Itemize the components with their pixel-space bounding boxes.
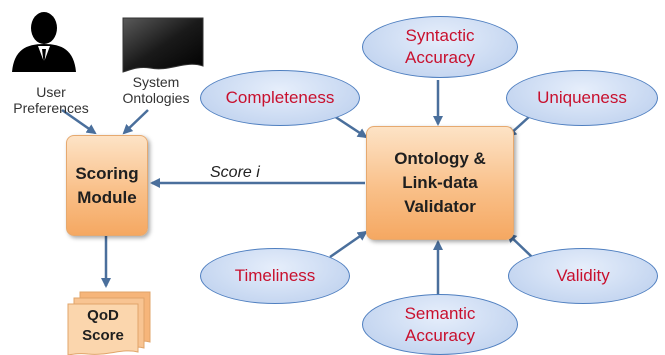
arrow-ontologies-to-scoring <box>122 109 149 135</box>
user-icon <box>12 12 76 72</box>
arrow-user-to-scoring <box>61 108 97 135</box>
validity-ellipse: Validity <box>508 248 658 304</box>
arrow-timeliness-to-validator <box>329 230 368 259</box>
timeliness-ellipse: Timeliness <box>200 248 350 304</box>
user-preferences-label: User Preferences <box>13 84 89 116</box>
arrow-validity-to-validator <box>506 232 533 258</box>
qod-score-label: QoD Score <box>82 307 124 344</box>
qod-score-stack <box>67 291 151 355</box>
scoring-module-box: Scoring Module <box>66 135 148 236</box>
score-edge-label: Score i <box>210 164 260 181</box>
ontology-document-icon <box>122 17 204 73</box>
validator-box: Ontology & Link-data Validator <box>366 126 514 240</box>
uniqueness-ellipse: Uniqueness <box>506 70 658 126</box>
semantic-accuracy-ellipse: Semantic Accuracy <box>362 294 518 355</box>
arrow-completeness-to-validator <box>333 114 368 139</box>
system-ontologies-label: System Ontologies <box>122 74 190 106</box>
completeness-ellipse: Completeness <box>200 70 360 126</box>
syntactic-accuracy-ellipse: Syntactic Accuracy <box>362 16 518 78</box>
